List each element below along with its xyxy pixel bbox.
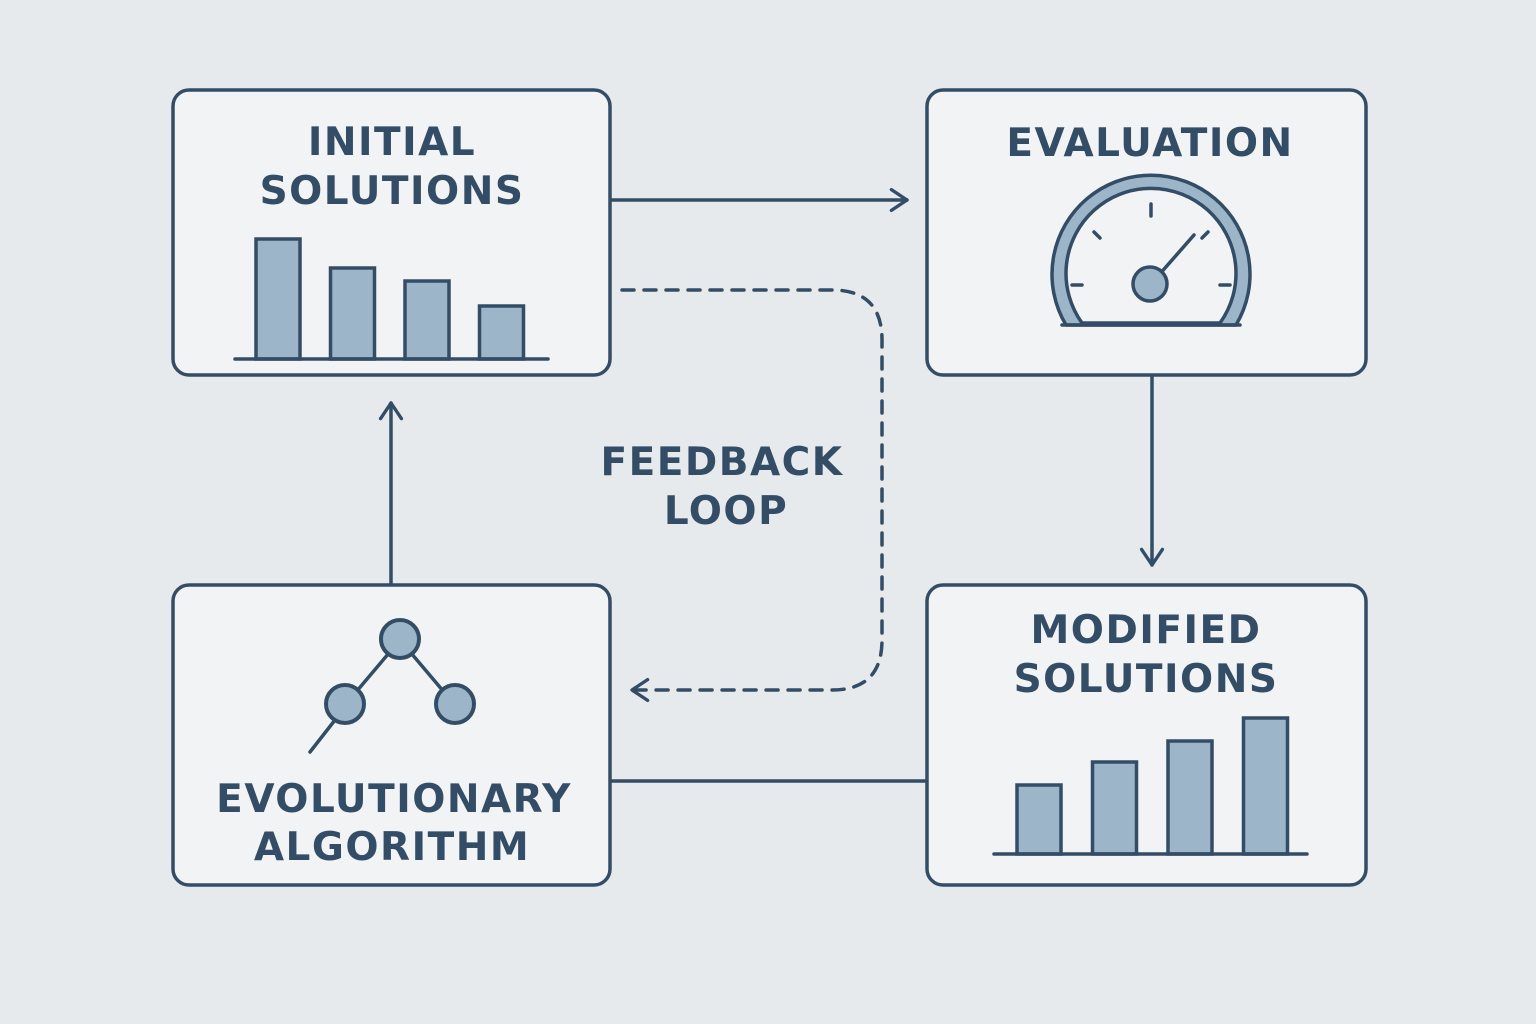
bar-chart-icon <box>233 237 550 361</box>
modified-title-line1: MODIFIED <box>1030 608 1261 653</box>
bar <box>1241 716 1290 856</box>
initial-title-line2: SOLUTIONS <box>260 169 525 214</box>
bar <box>1090 760 1139 856</box>
feedback-label-line2: LOOP <box>664 489 788 534</box>
gauge-icon <box>1050 173 1252 327</box>
bar-chart-icon <box>992 716 1309 856</box>
evolutionary-title-line2: ALGORITHM <box>254 825 530 870</box>
feedback-label-line1: FEEDBACK <box>600 440 843 485</box>
evolutionary-algorithm-box <box>171 583 612 887</box>
modified-title-line2: SOLUTIONS <box>1014 657 1279 702</box>
bar <box>1015 783 1063 856</box>
bar <box>254 237 302 361</box>
evaluation-title: EVALUATION <box>1006 121 1293 166</box>
initial-title-line1: INITIAL <box>308 120 476 165</box>
evolutionary-title-line1: EVOLUTIONARY <box>216 777 572 822</box>
bar <box>328 266 377 361</box>
feedback-loop-dashed-arrow <box>620 288 884 703</box>
tree-network-icon <box>308 618 476 754</box>
bar <box>477 304 526 361</box>
bar <box>403 279 451 361</box>
bar <box>1166 739 1214 856</box>
